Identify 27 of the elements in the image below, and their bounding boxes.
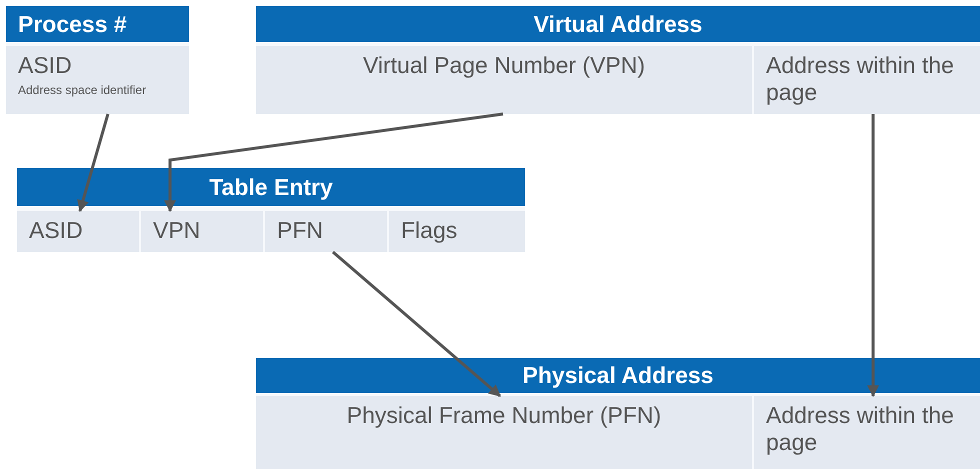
field-cell: [17, 211, 139, 252]
group-header: Virtual Address: [256, 6, 980, 42]
field-label: Physical Frame Number (PFN): [346, 402, 662, 429]
field-cell: [389, 211, 525, 252]
arrow: [332, 250, 502, 398]
field-cell: [141, 211, 263, 252]
field-label: VPN: [153, 217, 202, 244]
field-label: Virtual Page Number (VPN): [362, 52, 646, 79]
field-label: ASID: [29, 217, 84, 244]
arrow: [164, 112, 504, 212]
arrow: [77, 114, 110, 212]
field-cell: [256, 46, 752, 114]
arrow: [867, 114, 880, 398]
field-label: Flags: [401, 217, 458, 244]
field-label: Address within the page: [766, 52, 955, 106]
group-header: Table Entry: [17, 168, 525, 206]
field-cell: [754, 396, 980, 469]
field-label: Address within the page: [766, 402, 955, 456]
field-cell: [754, 46, 980, 114]
group-header: Physical Address: [256, 358, 980, 393]
field-label: PFN: [277, 217, 324, 244]
field-description: Address space identifier: [18, 83, 148, 97]
field-label: ASID: [18, 52, 73, 79]
field-cell: [265, 211, 387, 252]
field-cell: [6, 46, 189, 114]
field-cell: [256, 396, 752, 469]
group-header: Process #: [6, 6, 189, 42]
